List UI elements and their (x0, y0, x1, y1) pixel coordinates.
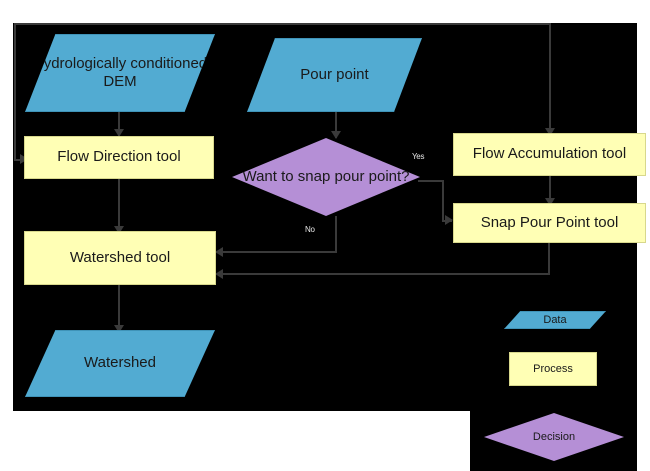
arrowhead-no-into-watershedtool (215, 247, 223, 257)
node-label: Pour point (300, 65, 369, 83)
node-watershed-tool[interactable]: Watershed tool (24, 231, 216, 285)
node-label: Snap Pour Point tool (480, 213, 619, 231)
node-label: Watershed tool (69, 248, 171, 266)
connector-no-vertical (335, 216, 337, 253)
branch-label-no: No (305, 225, 315, 234)
connector-dem-to-flowdir (118, 112, 120, 136)
branch-label-yes: Yes (412, 152, 425, 161)
node-snap-pour-point-tool[interactable]: Snap Pour Point tool (453, 203, 646, 243)
arrowhead-snap-into-watershedtool (215, 269, 223, 279)
node-flow-direction-tool[interactable]: Flow Direction tool (24, 136, 214, 179)
node-hydrologically-conditioned-dem[interactable]: Hydrologically conditioned DEM (25, 34, 215, 112)
legend-item-data: Data (504, 311, 606, 329)
connector-flowdir-to-watershedtool (118, 179, 120, 231)
connector-left-spine (14, 23, 16, 161)
arrowhead-dem-to-flowdir (114, 129, 124, 137)
connector-flowaccum-to-snap (549, 176, 551, 203)
arrowhead-flowaccum-to-snap (545, 198, 555, 206)
connector-yes-vertical (442, 180, 444, 222)
legend-label-decision: Decision (532, 431, 576, 443)
arrowhead-pourpoint-to-decision (331, 131, 341, 139)
connector-bus-to-flowaccum (549, 23, 551, 133)
node-label: Hydrologically conditioned DEM (32, 54, 208, 90)
legend-label-process: Process (533, 363, 573, 375)
arrowhead-bus-to-flowaccum (545, 128, 555, 136)
node-flow-accumulation-tool[interactable]: Flow Accumulation tool (453, 133, 646, 176)
connector-pourpoint-to-decision (335, 112, 337, 138)
arrowhead-watershedtool-to-watershed (114, 325, 124, 333)
connector-yes-horizontal (418, 180, 444, 182)
node-label: Flow Direction tool (57, 148, 181, 166)
legend-label-data: Data (543, 314, 567, 326)
node-watershed[interactable]: Watershed (25, 330, 215, 397)
arrowhead-yes-into-snap (445, 215, 453, 225)
connector-snap-horizontal (218, 273, 550, 275)
node-pour-point[interactable]: Pour point (247, 38, 422, 112)
node-label: Watershed (84, 354, 156, 372)
node-label: Want to snap pour point? (242, 167, 410, 185)
connector-snap-vertical (548, 242, 550, 275)
legend-item-process: Process (509, 352, 597, 386)
connector-watershedtool-to-watershed (118, 285, 120, 330)
connector-top-bus (14, 23, 550, 25)
connector-no-horizontal (218, 251, 337, 253)
arrowhead-flowdir-to-watershedtool (114, 226, 124, 234)
node-label: Flow Accumulation tool (472, 145, 627, 163)
